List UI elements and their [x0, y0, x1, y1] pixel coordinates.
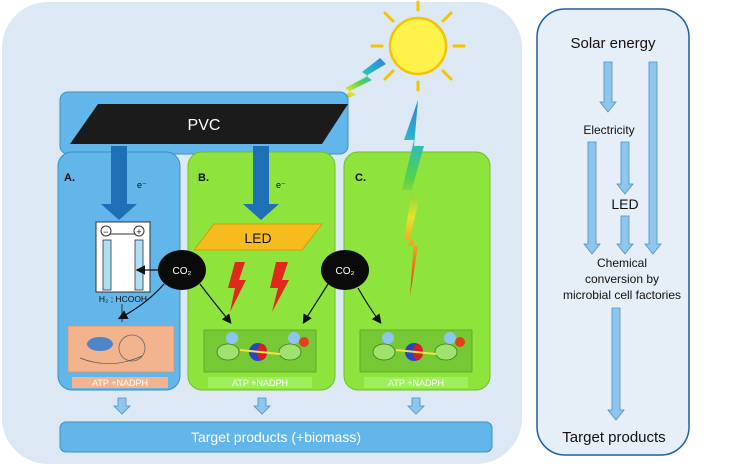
h2-cycle-icon: [87, 337, 113, 351]
co2-label-bc: CO₂: [336, 266, 355, 277]
sun-icon: [370, 0, 466, 92]
pvc-panel-icon: [70, 104, 348, 144]
flow-arrows: [583, 61, 662, 421]
metabolism-box-a: [67, 325, 175, 373]
flow-arrow-solar-chem: [644, 61, 662, 255]
pvc-label: PVC: [188, 117, 221, 134]
panel-a-electron: e⁻: [137, 180, 147, 190]
electron-arrow-a: [101, 146, 137, 220]
atp-label-c: ATP +NADPH: [388, 378, 444, 388]
panel-c-label: C.: [355, 172, 366, 184]
light-bolt-pvc-icon: [330, 58, 386, 104]
co2-arrows: [117, 265, 382, 325]
minus-terminal: −: [103, 227, 108, 237]
electrochemical-cell: − + H₂ ; HCOOH: [95, 221, 151, 304]
target-bar-label: Target products (+biomass): [191, 429, 361, 445]
atp-bar-c: [364, 377, 468, 388]
flow-target: Target products: [562, 429, 665, 446]
led-label: LED: [244, 230, 271, 246]
co2-label-ab: CO₂: [173, 266, 192, 277]
flow-arrow-solar-electricity: [599, 61, 617, 113]
led-panel: [192, 223, 324, 251]
flow-arrow-electricity-led: [616, 141, 634, 195]
flow-led: LED: [611, 196, 638, 212]
flow-arrow-electricity-chem: [583, 141, 601, 255]
target-bar: [59, 421, 493, 453]
panel-b-electron: e⁻: [276, 180, 286, 190]
thylakoid-b: [203, 329, 317, 373]
panel-b-label: B.: [198, 172, 209, 184]
plus-terminal: +: [136, 227, 141, 237]
cell-products: H₂ ; HCOOH: [99, 294, 147, 304]
panel-a-label: A.: [64, 172, 75, 184]
flow-arrow-led-chem: [616, 215, 634, 255]
flow-electricity: Electricity: [583, 123, 634, 137]
flow-chem-1: Chemical: [597, 256, 647, 270]
flow-chem-3: microbial cell factories: [563, 288, 681, 302]
atp-label-a: ATP +NADPH: [92, 378, 148, 388]
co2-bubble-ab: [158, 250, 206, 290]
flow-chem-2: conversion by: [585, 272, 659, 286]
flow-arrow-chem-target: [607, 307, 625, 421]
atp-label-b: ATP +NADPH: [232, 378, 288, 388]
light-bolt-c-icon: [402, 100, 424, 296]
electron-arrow-b: [243, 146, 279, 220]
atp-bar-b: [208, 377, 312, 388]
flow-solar: Solar energy: [570, 35, 656, 52]
led-light-bolt-1-icon: [228, 262, 246, 312]
target-arrows: [113, 397, 425, 415]
thylakoid-c: [359, 329, 473, 373]
co2-bubble-bc: [321, 250, 369, 290]
atp-bar-a: [72, 377, 168, 388]
calvin-cycle-icon: [118, 334, 146, 362]
led-light-bolt-2-icon: [270, 262, 289, 312]
